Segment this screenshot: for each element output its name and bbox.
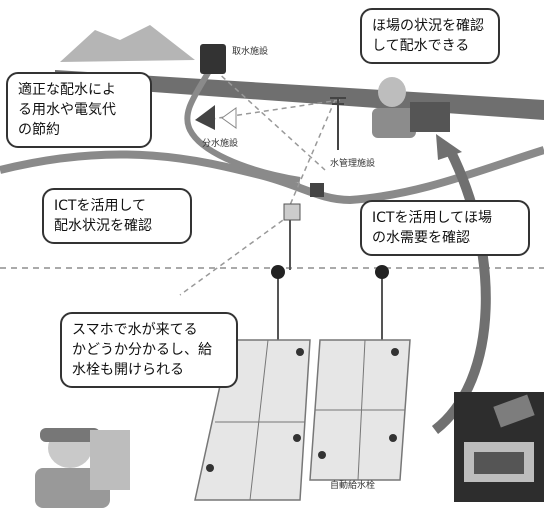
bubble-saving-line-3: の節約: [18, 122, 60, 138]
road-branch: [184, 58, 301, 183]
bubble-ict-demand-line-2: の水需要を確認: [372, 230, 470, 246]
diversion-facility-icon: [195, 105, 215, 130]
bubble-smartphone-line-3: 水栓も開けられる: [72, 362, 184, 378]
ict-dashed-lines: [179, 69, 341, 296]
label-auto-valve: 自動給水栓: [330, 481, 376, 491]
antenna-icon: [330, 97, 346, 150]
bubble-smartphone-line-1: スマホで水が来てる: [72, 322, 198, 338]
label-management: 水管理施設: [330, 159, 376, 169]
water-box-icon: [283, 203, 301, 221]
mountain-illustration: [60, 25, 195, 62]
field-valves: [206, 348, 399, 472]
bubble-ict-distribution-line-2: 配水状況を確認: [54, 218, 152, 234]
label-intake: 取水施設: [232, 47, 269, 57]
sensor-box-icon: [310, 183, 324, 197]
bubble-field-status-line-2: して配水できる: [372, 38, 470, 54]
label-diversion: 分水施設: [202, 139, 239, 149]
valve-node-right: [375, 265, 389, 279]
bubble-smartphone-line-2: かどうか分かるし、給: [72, 342, 212, 358]
bubble-saving-line-2: る用水や電気代: [18, 102, 116, 118]
arrow-field-to-office: [431, 147, 491, 434]
arrow-to-diversion-head: [221, 107, 237, 129]
arrow-field-to-office-head: [436, 134, 462, 160]
bubble-field-status-line-1: ほ場の状況を確認: [372, 18, 484, 34]
farmer-illustration: [35, 428, 130, 508]
manager-illustration: [372, 77, 450, 138]
bubble-smartphone: スマホで水が来てる かどうか分かるし、給 水栓も開けられる: [60, 312, 238, 388]
valve-node-left: [271, 265, 285, 279]
bubble-ict-distribution: ICTを活用して 配水状況を確認: [42, 188, 192, 244]
bubble-ict-distribution-line-1: ICTを活用して: [54, 198, 147, 214]
bubble-field-status: ほ場の状況を確認 して配水できる: [360, 8, 500, 64]
bubble-saving: 適正な配水によ る用水や電気代 の節約: [6, 72, 152, 148]
field-right: [309, 339, 411, 481]
auto-valve-photo: [454, 392, 544, 502]
bubble-saving-line-1: 適正な配水によ: [18, 82, 116, 98]
bubble-ict-demand-line-1: ICTを活用してほ場: [372, 210, 493, 226]
bubble-ict-demand: ICTを活用してほ場 の水需要を確認: [360, 200, 530, 256]
road-main: [0, 146, 544, 205]
intake-facility-icon: [200, 44, 226, 74]
